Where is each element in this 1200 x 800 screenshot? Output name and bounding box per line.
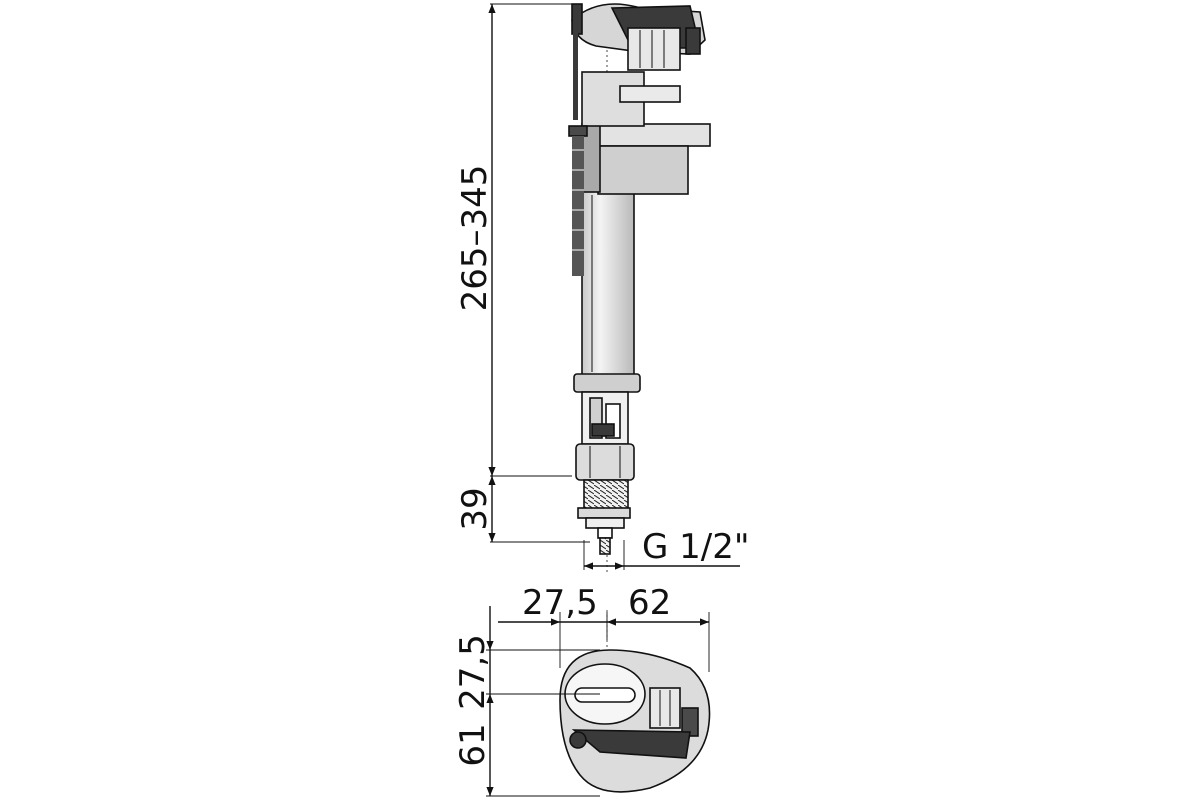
dim-top-offset: 27,5 xyxy=(453,606,600,710)
valve-head xyxy=(571,3,706,127)
label-right-length: 62 xyxy=(628,583,671,623)
side-view xyxy=(568,3,711,572)
label-thread-height: 39 xyxy=(455,487,495,530)
collar-ring xyxy=(573,373,641,393)
dim-thread-height: 39 xyxy=(455,476,590,543)
label-total-height: 265–345 xyxy=(455,165,495,312)
thread-section xyxy=(583,479,629,511)
hex-nut xyxy=(575,443,635,481)
dim-right-length: 62 xyxy=(607,583,710,672)
label-bottom-depth: 61 xyxy=(453,723,493,766)
dim-total-height: 265–345 xyxy=(455,3,576,477)
float-cup xyxy=(581,123,711,195)
top-view xyxy=(559,610,711,793)
dim-left-offset: 27,5 xyxy=(498,583,608,668)
adjustment-rod xyxy=(568,30,588,276)
lower-clip xyxy=(581,391,629,445)
dim-thread-spec: G 1/2" xyxy=(583,527,750,570)
label-left-offset: 27,5 xyxy=(522,583,598,623)
label-thread-spec: G 1/2" xyxy=(642,527,750,567)
label-top-offset: 27,5 xyxy=(453,634,493,710)
riser-tube xyxy=(581,189,635,376)
dim-bottom-depth: 61 xyxy=(453,694,600,797)
